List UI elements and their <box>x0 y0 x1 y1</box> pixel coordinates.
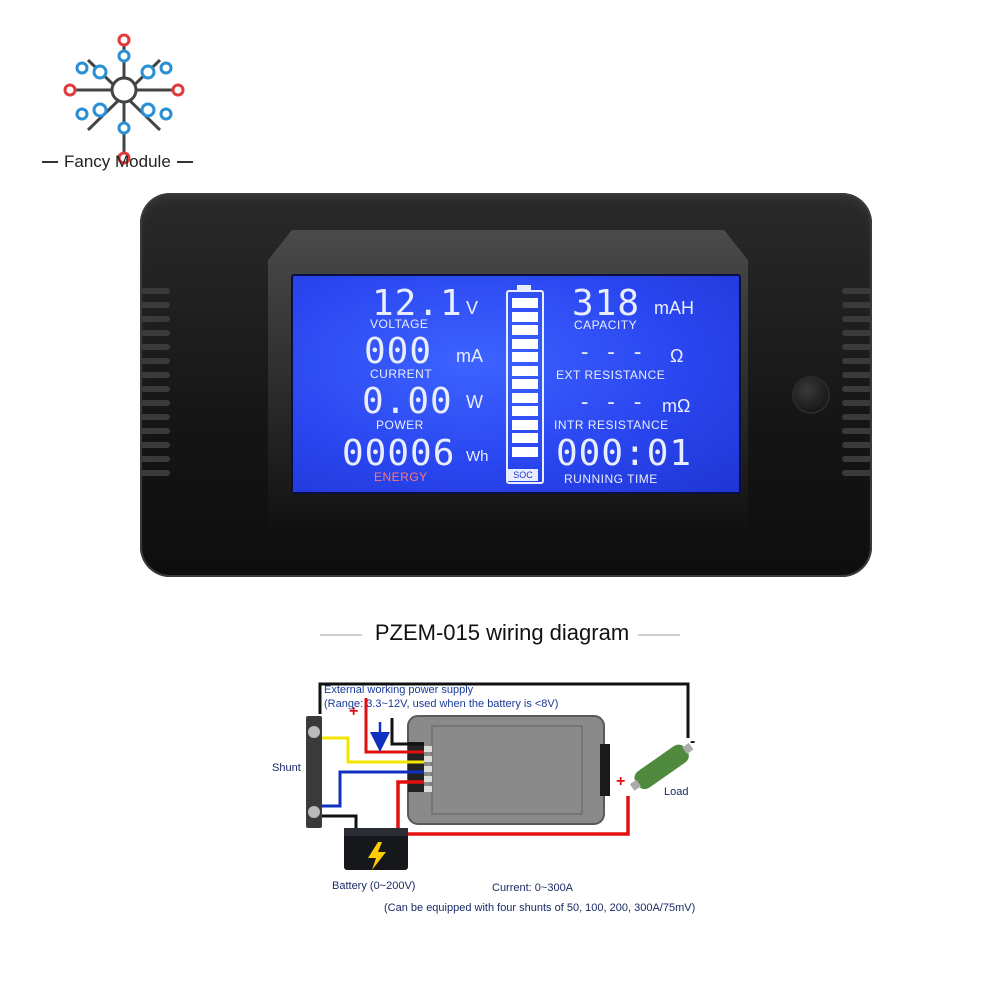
power-supply-title: External working power supply <box>324 684 474 696</box>
load-plus-sign: + <box>616 773 626 790</box>
reset-button[interactable] <box>794 378 828 412</box>
soc-segment <box>512 392 538 403</box>
soc-segment <box>512 325 538 335</box>
shunt-label: Shunt <box>272 762 301 774</box>
intr-resistance-value: - - - <box>578 390 645 415</box>
soc-segment <box>512 311 538 322</box>
power-supply-range: (Range: 3.3~12V, used when the battery i… <box>324 698 559 710</box>
current-range-label: Current: 0~300A <box>492 882 574 894</box>
soc-segment <box>512 446 538 457</box>
supply-plus-sign: + <box>349 703 359 720</box>
right-grip <box>842 288 872 488</box>
running-time-label: RUNNING TIME <box>564 472 658 486</box>
running-time-value: 000:01 <box>556 433 693 474</box>
shunt-icon <box>306 716 322 828</box>
power-unit: W <box>466 392 483 412</box>
left-grip <box>140 288 170 488</box>
voltage-label: VOLTAGE <box>370 317 429 331</box>
soc-segment <box>512 338 538 349</box>
ext-resistance-label: EXT RESISTANCE <box>556 368 666 382</box>
shunt-options-note: (Can be equipped with four shunts of 50,… <box>384 902 696 914</box>
resistor-icon <box>629 742 694 791</box>
power-value: 0.00 <box>362 381 453 422</box>
soc-segment <box>512 419 538 430</box>
capacity-unit: mAH <box>654 298 694 318</box>
soc-battery-gauge <box>506 285 544 484</box>
soc-segment <box>512 379 538 389</box>
current-label: CURRENT <box>370 367 433 381</box>
battery-bolt-icon <box>344 828 408 870</box>
capacity-value: 318 <box>572 283 641 324</box>
voltage-value: 12.1 <box>372 283 463 324</box>
ext-resistance-value: - - - <box>578 340 645 365</box>
current-unit: mA <box>456 346 483 366</box>
battery-label: Battery (0~200V) <box>332 880 416 892</box>
soc-segment <box>512 433 538 443</box>
soc-label: SOC <box>508 469 538 481</box>
soc-segment <box>512 365 538 376</box>
intr-resistance-label: INTR RESISTANCE <box>554 418 669 432</box>
soc-segment <box>512 298 538 308</box>
load-minus-sign: - <box>690 733 696 750</box>
soc-segment <box>512 406 538 416</box>
power-label: POWER <box>376 418 424 432</box>
voltage-unit: V <box>466 298 479 318</box>
capacity-label: CAPACITY <box>574 318 638 332</box>
intr-resistance-unit: mΩ <box>662 396 691 416</box>
load-label: Load <box>664 786 689 798</box>
diagram-title-row: PZEM-015 wiring diagram <box>320 620 680 650</box>
brand-name: Fancy Module <box>42 150 212 174</box>
diagram-title: PZEM-015 wiring diagram <box>374 620 630 645</box>
energy-value: 00006 <box>342 433 456 474</box>
energy-unit: Wh <box>466 448 489 465</box>
brand-text: Fancy Module <box>64 152 171 171</box>
energy-label: ENERGY <box>374 470 428 484</box>
wiring-diagram <box>306 682 694 870</box>
current-value: 000 <box>364 331 433 372</box>
ext-resistance-unit: Ω <box>670 346 684 366</box>
logo-circuit-icon <box>63 33 185 165</box>
soc-segment <box>512 352 538 362</box>
